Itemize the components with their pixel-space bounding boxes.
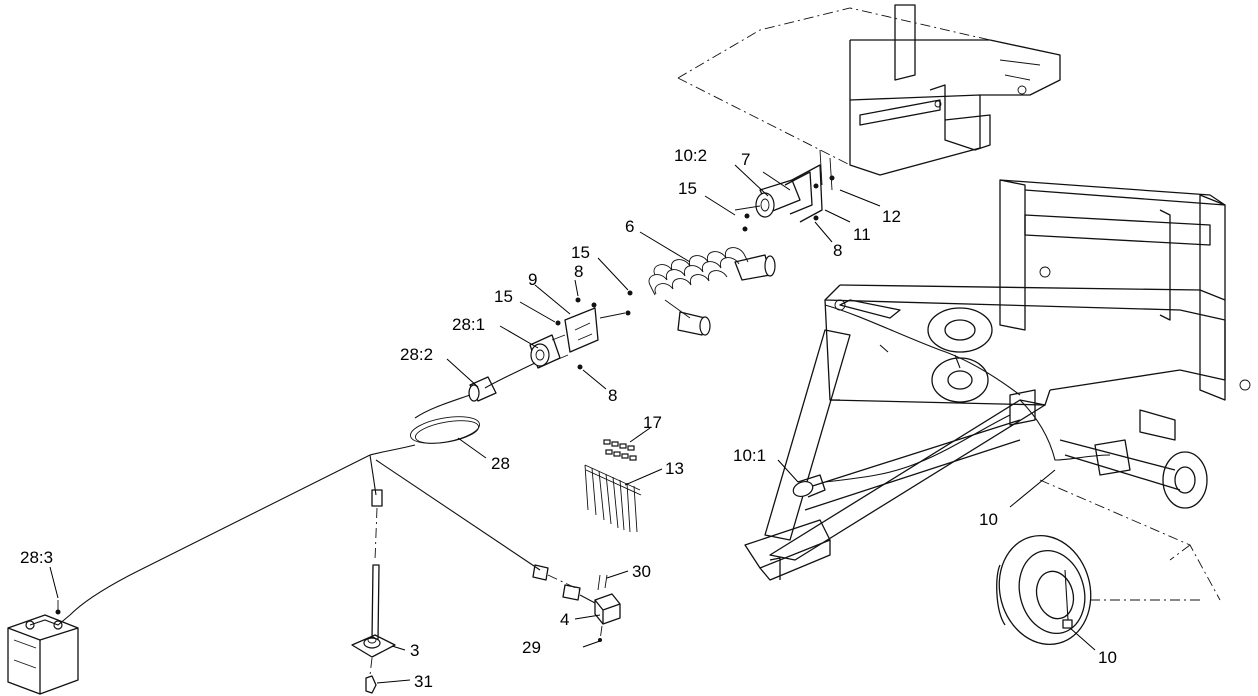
wheel-hub	[996, 534, 1200, 646]
callout-15-c: 15	[494, 287, 513, 306]
callout-8-b: 8	[574, 262, 583, 281]
module-4	[594, 574, 621, 642]
callout-4: 4	[560, 610, 569, 629]
callout-10-a: 10	[979, 510, 998, 529]
trailer-frame	[744, 179, 1251, 601]
cable-ties-13	[584, 464, 642, 533]
wire-harness-28	[69, 362, 596, 616]
tow-vehicle-hitch	[677, 4, 1061, 191]
callout-28-2: 28:2	[400, 345, 433, 364]
callout-15-b: 15	[571, 243, 590, 262]
callout-29: 29	[522, 638, 541, 657]
callout-8-c: 8	[608, 386, 617, 405]
callout-10-b: 10	[1098, 648, 1117, 667]
callout-30: 30	[632, 562, 651, 581]
callout-9: 9	[528, 270, 537, 289]
battery	[7, 600, 79, 695]
callout-31: 31	[414, 672, 433, 691]
callout-28: 28	[491, 454, 510, 473]
switch-3	[351, 564, 396, 694]
callout-8-a: 8	[833, 241, 842, 260]
callout-labels: 10:2 7 15 12 11 8 6 15 8 9 15 28:1 28:2 …	[20, 146, 1117, 691]
callout-28-3: 28:3	[20, 548, 53, 567]
callout-17: 17	[643, 413, 662, 432]
connector-28-1	[529, 334, 569, 369]
callout-3: 3	[410, 641, 419, 660]
callout-28-1: 28:1	[452, 315, 485, 334]
callout-10-2: 10:2	[674, 146, 707, 165]
callout-10-1: 10:1	[733, 446, 766, 465]
callout-13: 13	[665, 459, 684, 478]
callout-15-a: 15	[678, 179, 697, 198]
bracket-9	[555, 290, 633, 370]
callout-6: 6	[625, 217, 634, 236]
callout-11: 11	[853, 225, 871, 244]
callout-12: 12	[882, 207, 901, 226]
leader-lines	[49, 164, 1096, 684]
coiled-cable-6	[648, 226, 776, 336]
callout-7: 7	[741, 150, 750, 169]
connector-receptacle-10-2	[734, 164, 835, 223]
cable-ties-17	[603, 439, 637, 461]
